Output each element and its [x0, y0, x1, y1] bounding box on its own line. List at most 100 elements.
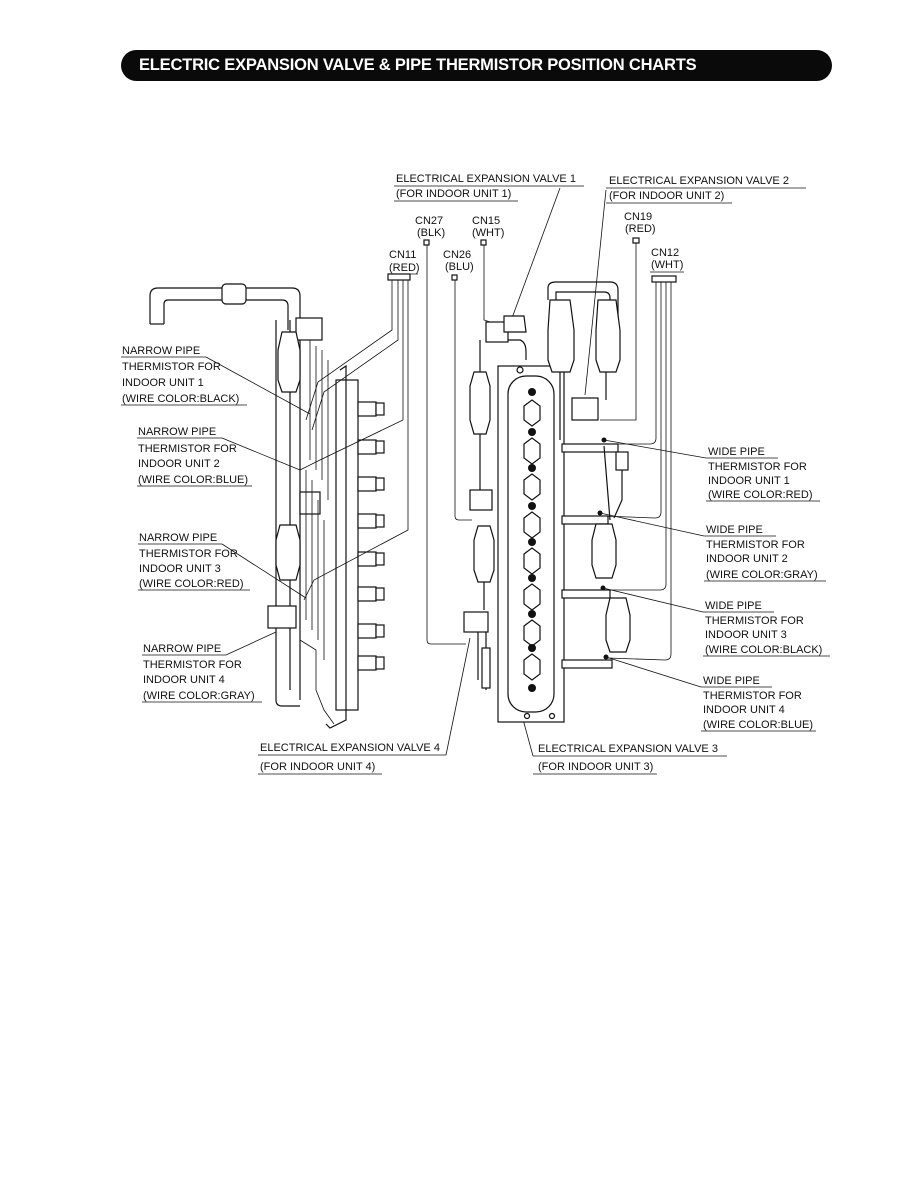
hex-fitting: [523, 547, 541, 575]
strainer: [277, 331, 301, 393]
expansion-valve-side: [469, 489, 493, 511]
label-line: (WIRE COLOR:RED): [708, 489, 813, 501]
flare-nut: [221, 283, 247, 305]
service-port: [357, 401, 377, 417]
valve-3-label: ELECTRICAL EXPANSION VALVE 3 (FOR INDOOR…: [502, 645, 727, 775]
label-line: NARROW PIPE: [143, 643, 221, 655]
label-line: NARROW PIPE: [122, 345, 200, 357]
label-line: (WIRE COLOR:GRAY): [706, 569, 818, 581]
mounting-plate: [335, 379, 359, 711]
wide-thermistor-2-label: WIDE PIPE THERMISTOR FOR INDOOR UNIT 2 (…: [599, 512, 826, 582]
strainer: [275, 524, 301, 581]
connector-block: [387, 273, 411, 281]
hex-fitting: [523, 437, 541, 465]
connector-color: (WHT): [651, 259, 683, 271]
strainer: [469, 371, 491, 435]
wide-thermistor-4-label: WIDE PIPE THERMISTOR FOR INDOOR UNIT 4 (…: [605, 656, 816, 732]
strainer: [605, 597, 631, 653]
label-line: INDOOR UNIT 4: [703, 704, 785, 716]
label-line: INDOOR UNIT 3: [705, 629, 787, 641]
hex-fitting: [523, 583, 541, 611]
connector-color: (WHT): [472, 227, 504, 239]
hex-fitting: [523, 619, 541, 647]
label-line: THERMISTOR FOR: [703, 690, 802, 702]
wide-thermistor-3-label: WIDE PIPE THERMISTOR FOR INDOOR UNIT 3 (…: [602, 587, 830, 657]
connector-color: (RED): [389, 262, 420, 274]
label-line: THERMISTOR FOR: [708, 461, 807, 473]
strainer: [473, 525, 495, 583]
strainer: [547, 299, 575, 373]
narrow-thermistor-4-label: NARROW PIPE THERMISTOR FOR INDOOR UNIT 4…: [142, 631, 277, 703]
label-line: WIDE PIPE: [703, 675, 760, 687]
connector-plug: [480, 239, 487, 246]
connector-color: (BLU): [445, 261, 474, 273]
connector-cn12: CN12 (WHT): [650, 247, 684, 273]
label-line: INDOOR UNIT 3: [139, 563, 221, 575]
label-line: INDOOR UNIT 2: [706, 553, 788, 565]
service-port: [357, 439, 377, 455]
label-line: (WIRE COLOR:BLUE): [138, 474, 248, 486]
label-line: INDOOR UNIT 4: [143, 674, 225, 686]
valve-2-title: ELECTRICAL EXPANSION VALVE 2: [609, 175, 789, 187]
connector-plug: [451, 274, 458, 281]
valve-head: [299, 491, 321, 515]
connector-color: (RED): [625, 223, 656, 235]
service-port: [357, 623, 377, 639]
label-line: NARROW PIPE: [139, 532, 217, 544]
service-port: [357, 476, 377, 492]
valve-2-unit: (FOR INDOOR UNIT 2): [609, 190, 724, 202]
label-line: WIDE PIPE: [706, 524, 763, 536]
label-line: THERMISTOR FOR: [143, 659, 242, 671]
label-line: (WIRE COLOR:BLUE): [703, 719, 813, 731]
connector-plug: [632, 237, 640, 244]
label-line: WIDE PIPE: [705, 600, 762, 612]
service-port: [357, 513, 377, 529]
valve-head: [267, 605, 297, 629]
connector-cn11: CN11 (RED): [388, 249, 420, 275]
label-line: THERMISTOR FOR: [139, 548, 238, 560]
valve-head: [295, 317, 323, 341]
connector-name: CN19: [624, 211, 652, 223]
connector-name: CN12: [651, 247, 679, 259]
valve-4-title: ELECTRICAL EXPANSION VALVE 4: [260, 742, 440, 754]
title-bar: ELECTRIC EXPANSION VALVE & PIPE THERMIST…: [121, 50, 832, 81]
valve-4-unit: (FOR INDOOR UNIT 4): [260, 761, 375, 773]
connector-cn27: CN27 (BLK): [415, 215, 445, 246]
narrow-thermistor-2-label: NARROW PIPE THERMISTOR FOR INDOOR UNIT 2…: [137, 426, 301, 487]
label-line: THERMISTOR FOR: [705, 615, 804, 627]
narrow-thermistor-3-label: NARROW PIPE THERMISTOR FOR INDOOR UNIT 3…: [138, 532, 307, 599]
hex-fitting: [523, 511, 541, 539]
connector-cn15: CN15 (WHT): [472, 215, 504, 246]
expansion-valve-4: [463, 611, 489, 633]
connector-name: CN26: [443, 249, 471, 261]
wide-thermistor-1-label: WIDE PIPE THERMISTOR FOR INDOOR UNIT 1 (…: [603, 439, 820, 502]
label-line: THERMISTOR FOR: [706, 539, 805, 551]
label-line: INDOOR UNIT 1: [122, 377, 204, 389]
label-line: NARROW PIPE: [138, 426, 216, 438]
connector-cn19: CN19 (RED): [624, 211, 656, 244]
label-line: (WIRE COLOR:BLACK): [122, 393, 239, 405]
label-line: THERMISTOR FOR: [122, 361, 221, 373]
valve-1-label: ELECTRICAL EXPANSION VALVE 1 (FOR INDOOR…: [394, 173, 584, 319]
valve-3-unit: (FOR INDOOR UNIT 3): [538, 761, 653, 773]
connector-block: [651, 275, 677, 283]
connector-name: CN11: [389, 249, 416, 261]
label-line: INDOOR UNIT 2: [138, 458, 220, 470]
page-title: ELECTRIC EXPANSION VALVE & PIPE THERMIST…: [139, 56, 697, 74]
hex-fitting: [523, 473, 541, 501]
valve-1-unit: (FOR INDOOR UNIT 1): [396, 188, 511, 200]
service-port: [357, 551, 377, 567]
right-pipe-assembly: [426, 243, 677, 723]
service-port: [357, 586, 377, 602]
narrow-thermistor-1-label: NARROW PIPE THERMISTOR FOR INDOOR UNIT 1…: [121, 345, 311, 415]
connector-name: CN27: [415, 215, 443, 227]
valve-4-label: ELECTRICAL EXPANSION VALVE 4 (FOR INDOOR…: [258, 637, 471, 775]
hex-fitting: [523, 653, 541, 681]
label-line: (WIRE COLOR:BLACK): [705, 644, 822, 656]
connector-color: (BLK): [417, 227, 445, 239]
strainer: [595, 299, 621, 373]
valve-1-title: ELECTRICAL EXPANSION VALVE 1: [396, 173, 576, 185]
strainer: [591, 523, 617, 579]
valve-2-label: ELECTRICAL EXPANSION VALVE 2 (FOR INDOOR…: [584, 175, 806, 396]
